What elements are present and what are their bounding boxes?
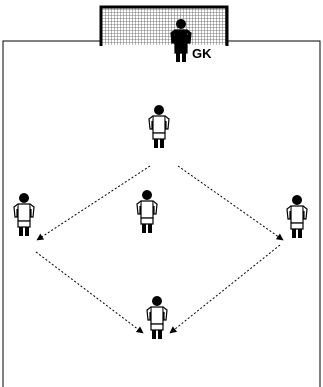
goal bbox=[99, 5, 229, 46]
player-top bbox=[148, 105, 170, 148]
goalkeeper-label: GK bbox=[192, 46, 212, 61]
player-right bbox=[286, 195, 308, 238]
player-bottom bbox=[146, 296, 168, 339]
pass-arrow-left-bottom bbox=[35, 251, 144, 334]
goal-frame bbox=[99, 5, 229, 46]
pass-arrow-top-right bbox=[177, 165, 284, 241]
goal-net bbox=[101, 7, 227, 45]
player-left bbox=[13, 193, 35, 236]
player-center bbox=[136, 190, 158, 233]
pass-arrow-top-left bbox=[36, 165, 151, 241]
pass-arrow-right-bottom bbox=[169, 244, 281, 334]
players bbox=[13, 19, 308, 339]
goalkeeper-figure bbox=[170, 19, 192, 62]
passing-arrows bbox=[35, 165, 284, 334]
